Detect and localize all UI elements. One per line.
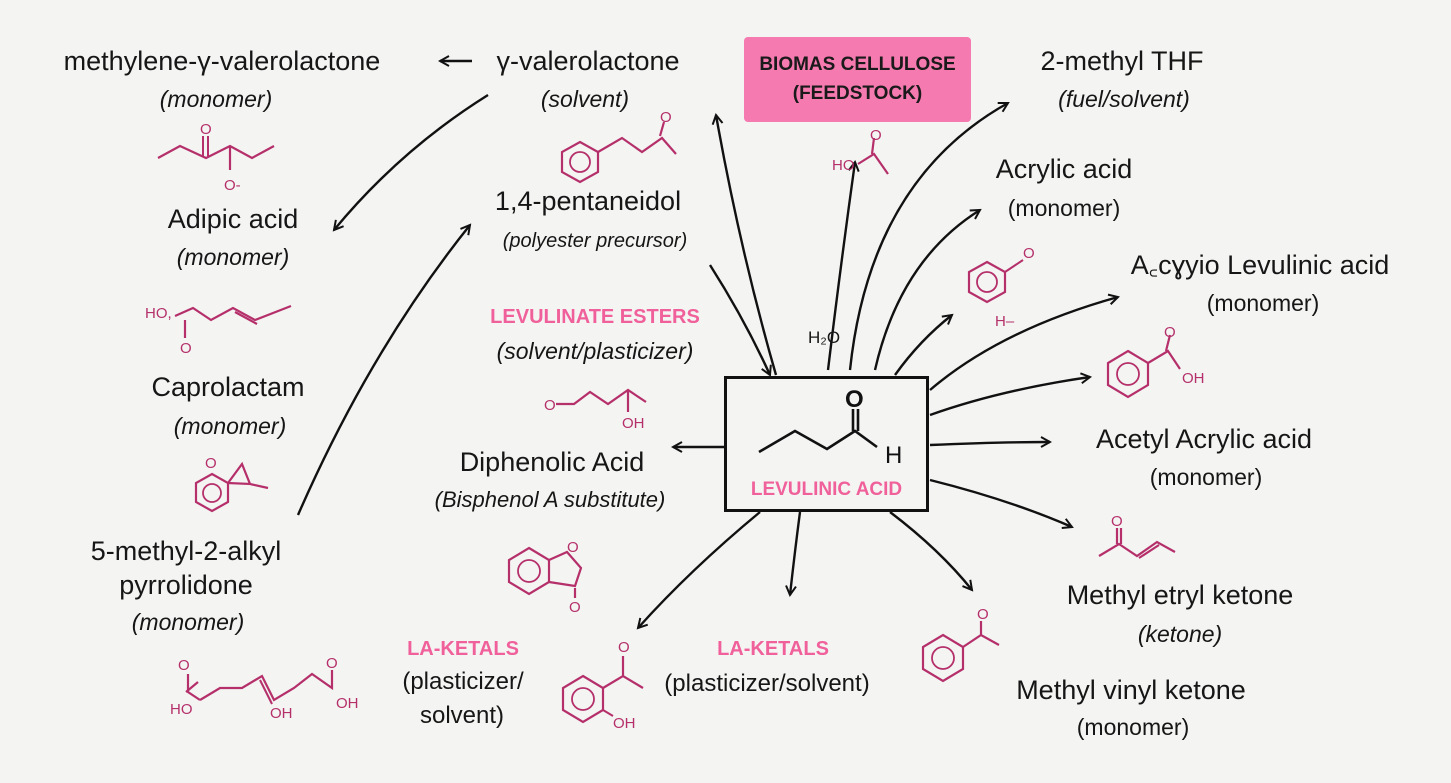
arrow-to-mthf — [848, 101, 1008, 371]
arrow-to-bz — [929, 377, 1090, 417]
esters-molecule: O OH — [542, 380, 662, 440]
mek-role: (ketone) — [1137, 621, 1223, 647]
arrow-to-h-minus — [894, 315, 952, 376]
mthf-name: 2-methyl THF — [1040, 46, 1204, 76]
arrow-to-pdo — [296, 225, 470, 516]
feedstock-box: BIOMAS CELLULOSE (FEEDSTOCK) — [744, 37, 971, 122]
feedstock-subtitle: (FEEDSTOCK) — [792, 82, 923, 104]
ketals2-role: (plasticizer/solvent) — [664, 670, 870, 697]
mapyr-name-line1: 5-methyl-2-alkyl — [90, 536, 282, 566]
acetylacrylic-role: (monomer) — [1149, 464, 1263, 490]
mthf-role: (fuel/solvent) — [1058, 86, 1190, 112]
svg-text:O: O — [180, 340, 192, 357]
acetylacrylic-name: Acetyl Acrylic acid — [1095, 424, 1313, 454]
arrow-to-ketals1 — [638, 511, 761, 628]
arrow-pdo-to-center — [708, 264, 770, 375]
svg-text:O: O — [178, 657, 190, 674]
dpa-role: (Bisphenol A substitute) — [434, 487, 666, 512]
ketals1-line1: (plasticizer/ — [402, 668, 524, 695]
gvl-role: (solvent) — [540, 86, 630, 112]
svg-text:O: O — [870, 127, 882, 144]
svg-text:O: O — [618, 639, 630, 656]
svg-text:HO: HO — [170, 701, 193, 718]
caprolactam-role: (monomer) — [173, 413, 287, 439]
svg-text:O: O — [205, 455, 217, 472]
svg-text:HO: HO — [832, 157, 855, 174]
svg-text:O: O — [1164, 324, 1176, 341]
svg-text:OH: OH — [1182, 370, 1205, 387]
acrylic-role: (monomer) — [1007, 195, 1121, 221]
svg-text:O: O — [845, 386, 864, 413]
svg-text:O: O — [660, 109, 672, 126]
svg-text:O: O — [544, 397, 556, 414]
acylev-role: (monomer) — [1206, 290, 1320, 316]
svg-text:OH: OH — [336, 695, 359, 712]
arrow-to-acylev — [929, 297, 1118, 391]
mvk-name: Methyl vinyl ketone — [1016, 675, 1246, 705]
acrylic-name: Acrylic acid — [995, 154, 1133, 184]
feedstock-title: BIOMAS CELLULOSE — [759, 54, 956, 75]
benzoic-acid-molecule: O OH — [1100, 324, 1220, 410]
arrow-to-adipic — [334, 93, 489, 230]
dpa-name: Diphenolic Acid — [459, 447, 645, 477]
phenol-molecule: O H– — [965, 240, 1055, 345]
svg-text:O: O — [326, 655, 338, 672]
arrow-to-mek — [929, 478, 1072, 527]
gvl-name: γ-valerolactone — [496, 46, 680, 76]
mek-name: Methyl etryl ketone — [1066, 580, 1294, 610]
ketals2-name: LA-KETALS — [717, 638, 829, 660]
arrow-center-to-gvl — [716, 115, 778, 376]
ketals1-name: LA-KETALS — [407, 638, 519, 660]
mgvl-role: (monomer) — [159, 86, 273, 112]
adipic-name: Adipic acid — [167, 204, 299, 234]
pdo-name: 1,4-pentaneidol — [494, 186, 682, 216]
svg-text:OH: OH — [622, 415, 645, 432]
adipic-molecule: HO, O — [145, 298, 295, 363]
levulinic-acid-label: LEVULINIC ACID — [750, 479, 903, 500]
svg-text:O: O — [569, 599, 581, 616]
pdo-role: (polyester precursor) — [502, 230, 688, 252]
dpa-molecule: O O — [505, 532, 595, 622]
mgvl-name: methylene-γ-valerolactone — [63, 46, 381, 76]
svg-text:OH: OH — [270, 705, 293, 722]
caprolactam-name: Caprolactam — [151, 372, 305, 402]
esters-role: (solvent/plasticizer) — [496, 338, 694, 364]
svg-text:OH: OH — [613, 715, 636, 732]
mapyr-molecule: O HO OH O OH — [170, 652, 370, 737]
arrow-to-mvk — [889, 511, 972, 590]
svg-text:H: H — [885, 442, 902, 469]
acetic-acid-molecule: HO O — [830, 127, 910, 195]
caprolactam-molecule: O — [192, 452, 272, 527]
ketals1-molecule: O OH — [555, 630, 665, 735]
svg-text:O: O — [567, 539, 579, 556]
svg-text:HO,: HO, — [145, 305, 172, 322]
svg-text:O: O — [1023, 245, 1035, 262]
acylev-name: A꜀cɣyio Levulinic acid — [1130, 250, 1390, 280]
levulinic-acid-box: O H LEVULINIC ACID — [724, 376, 929, 512]
mapyr-name-line2: pyrrolidone — [119, 570, 253, 600]
esters-name: LEVULINATE ESTERS — [490, 306, 700, 328]
ketals1-line2: solvent) — [419, 702, 505, 729]
svg-text:O: O — [1111, 513, 1123, 530]
mgvl-molecule: O O- — [150, 118, 280, 203]
acetophenone-molecule: O — [915, 605, 1025, 700]
gvl-molecule: O — [552, 109, 692, 197]
svg-text:O: O — [200, 121, 212, 138]
arrow-to-ketals2 — [790, 511, 802, 595]
arrow-to-acrylic — [873, 210, 980, 371]
arrow-to-feedstock-acid — [826, 162, 855, 371]
svg-text:O-: O- — [224, 177, 241, 194]
mek-molecule: O — [1095, 512, 1185, 572]
water-label: H₂O — [807, 328, 841, 347]
mvk-role: (monomer) — [1076, 714, 1190, 740]
svg-text:O: O — [977, 606, 989, 623]
adipic-role: (monomer) — [176, 244, 290, 270]
levulinic-acid-structure: O H — [758, 386, 902, 469]
svg-text:H–: H– — [995, 313, 1015, 330]
arrow-to-acetylacrylic — [929, 442, 1050, 445]
mapyr-role: (monomer) — [131, 609, 245, 635]
